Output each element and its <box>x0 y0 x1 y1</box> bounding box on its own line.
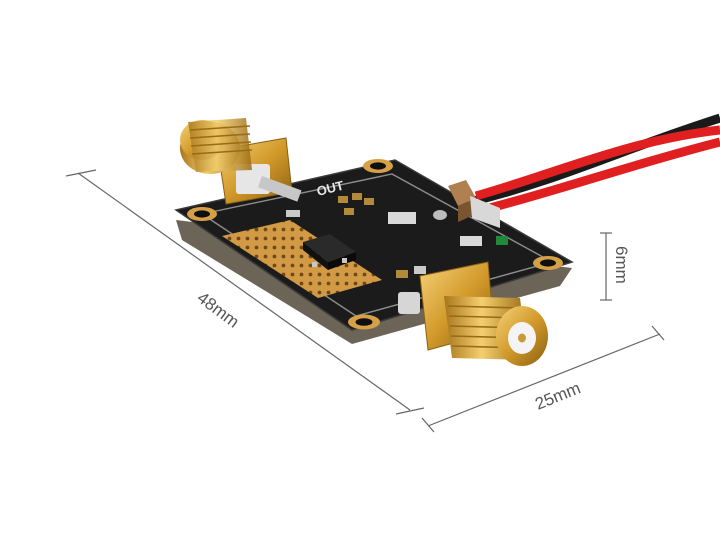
power-capacitor <box>448 180 500 228</box>
smd-components <box>286 193 508 278</box>
silkscreen-label: OUT <box>315 178 345 199</box>
height-dimension <box>600 232 612 301</box>
copper-via-area <box>222 220 382 298</box>
width-label: 25mm <box>532 378 583 413</box>
height-label: 6mm <box>612 246 631 284</box>
power-wires <box>468 113 720 214</box>
length-label: 48mm <box>194 288 243 332</box>
sma-connector-input <box>180 118 302 205</box>
amplifier-chip <box>303 234 356 270</box>
length-dimension <box>65 169 425 415</box>
width-dimension <box>421 325 665 433</box>
sma-connector-output <box>398 261 548 366</box>
mounting-holes <box>187 159 563 330</box>
